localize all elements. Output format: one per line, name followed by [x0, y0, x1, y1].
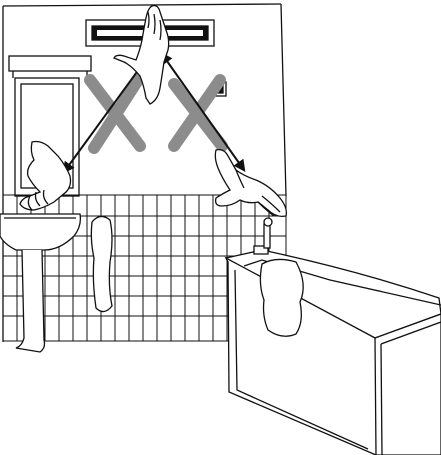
bath-tub	[226, 250, 441, 455]
hand-right-tap	[215, 150, 286, 217]
arrow-right-path	[162, 54, 244, 170]
cross-mark-left	[90, 80, 140, 148]
wash-basin	[0, 214, 80, 352]
cross-mark-right	[174, 80, 222, 146]
hand-left-basin	[20, 142, 71, 211]
hanging-towel-bath	[260, 259, 303, 336]
hanging-towel-left	[91, 216, 112, 311]
